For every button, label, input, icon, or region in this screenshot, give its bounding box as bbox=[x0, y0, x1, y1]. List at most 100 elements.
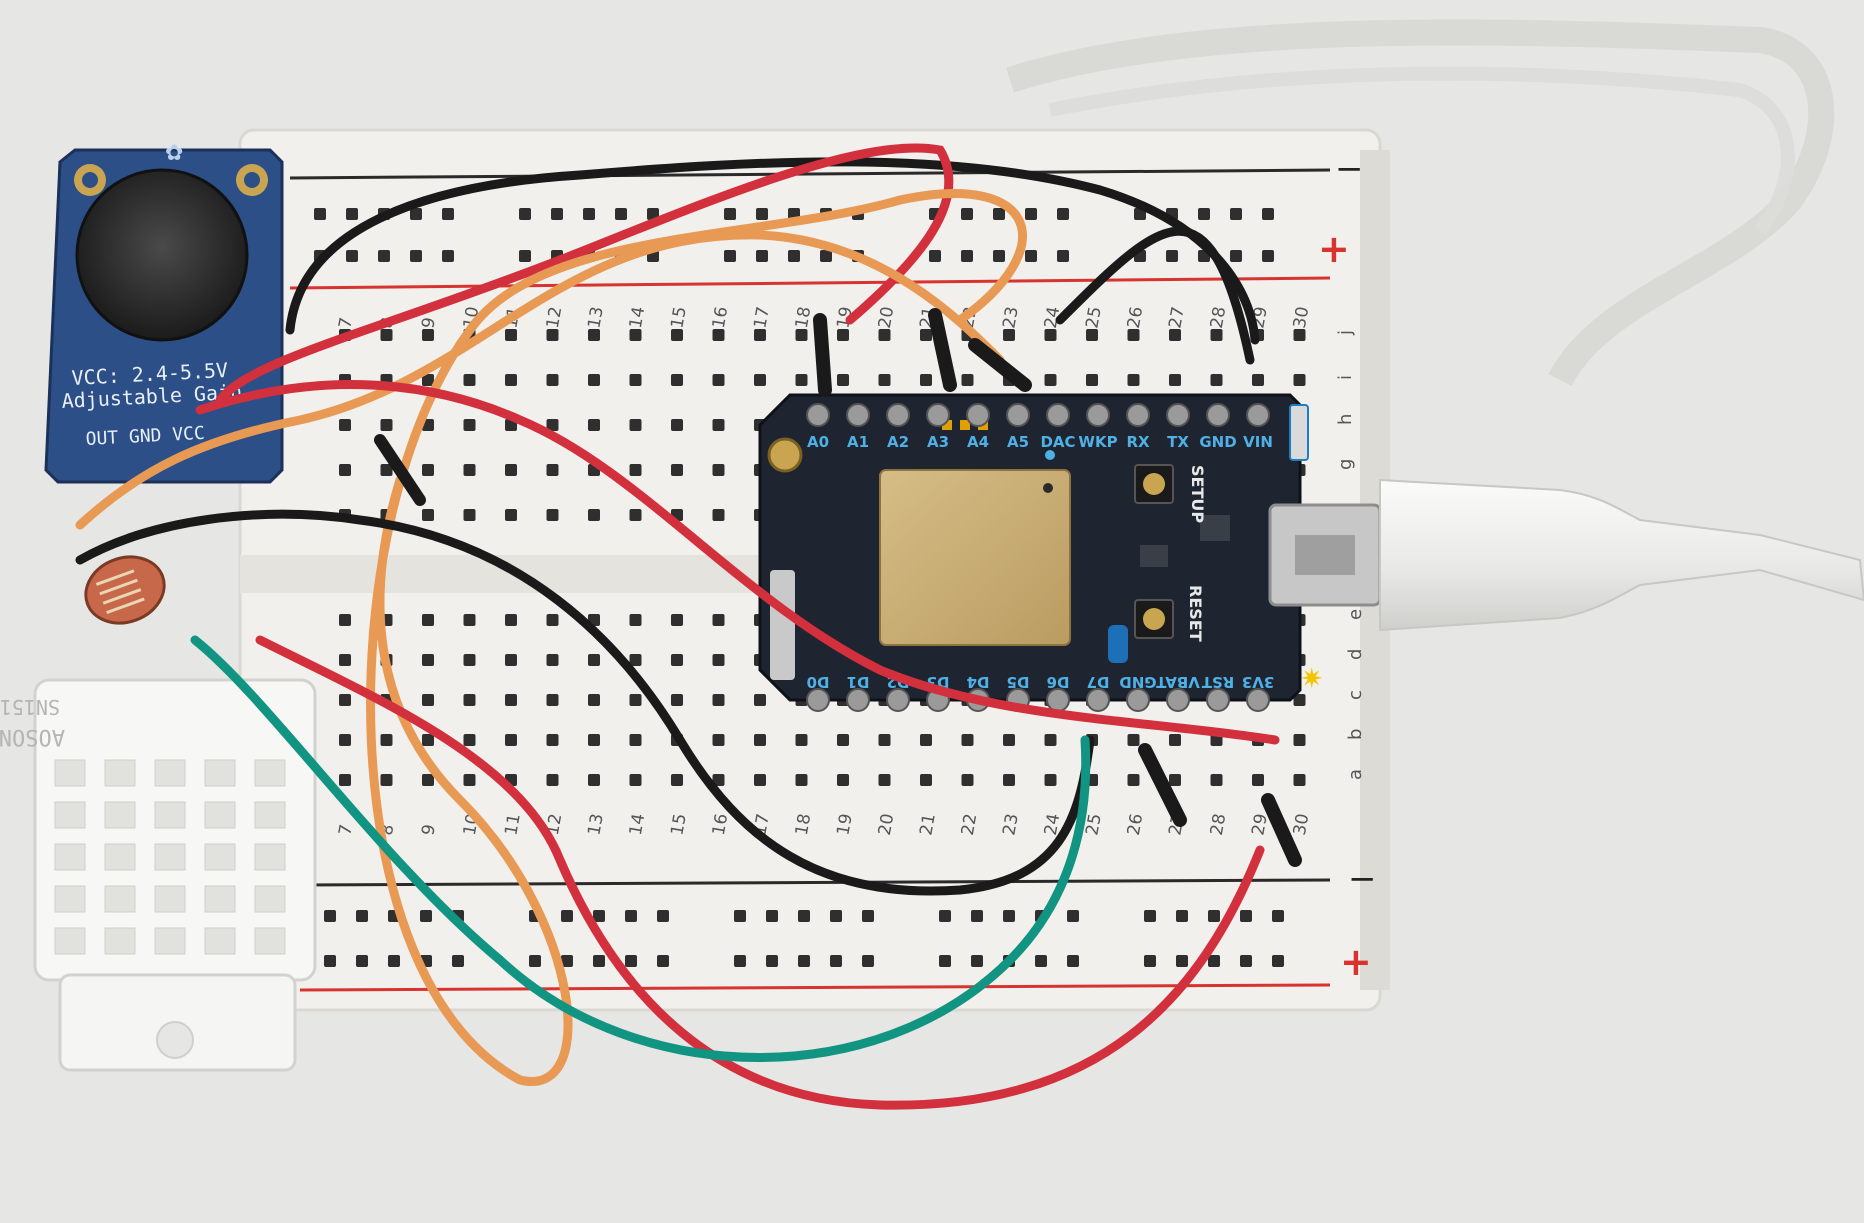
dht22-vent bbox=[154, 843, 186, 871]
dht22-vent bbox=[204, 759, 236, 787]
rail-hole bbox=[798, 955, 810, 967]
breadboard-hole bbox=[588, 509, 600, 521]
column-number: 15 bbox=[667, 305, 690, 330]
breadboard-hole bbox=[629, 464, 642, 476]
breadboard-hole bbox=[712, 464, 725, 476]
dht22-vent bbox=[254, 843, 286, 871]
breadboard-hole bbox=[671, 654, 683, 666]
breadboard-hole bbox=[712, 654, 725, 666]
breadboard-hole bbox=[546, 614, 559, 626]
rail-hole bbox=[724, 208, 736, 220]
photon-pin bbox=[1126, 403, 1150, 427]
column-number: 26 bbox=[1124, 305, 1147, 330]
breadboard-hole bbox=[588, 654, 600, 666]
breadboard-hole bbox=[837, 734, 849, 746]
photon-pin bbox=[1046, 403, 1070, 427]
column-number: 25 bbox=[1082, 305, 1105, 330]
column-number: 15 bbox=[667, 812, 690, 837]
rail-hole bbox=[1230, 208, 1242, 220]
photon-board: ✷ bbox=[758, 393, 1323, 702]
rail-hole bbox=[388, 955, 400, 967]
column-number: 12 bbox=[543, 305, 566, 330]
bottom-power-rail bbox=[299, 878, 1331, 992]
dht22-vent bbox=[54, 885, 86, 913]
breadboard-hole bbox=[1293, 694, 1306, 706]
rail-hole bbox=[346, 208, 358, 220]
breadboard-hole bbox=[422, 509, 434, 521]
photon-pin-label: D6 bbox=[1047, 673, 1070, 691]
breadboard-hole bbox=[546, 509, 559, 521]
jumper-6 bbox=[374, 434, 426, 506]
row-letter: b bbox=[1345, 729, 1366, 740]
photon-pin bbox=[886, 688, 910, 712]
breadboard-hole bbox=[878, 329, 891, 341]
breadboard-hole bbox=[712, 614, 725, 626]
breadboard-hole bbox=[588, 694, 600, 706]
breadboard-hole bbox=[505, 374, 517, 386]
breadboard-hole bbox=[671, 419, 683, 431]
column-number: 20 bbox=[875, 305, 898, 330]
rail-hole bbox=[410, 250, 422, 262]
photon-pin bbox=[846, 688, 870, 712]
breadboard-hole bbox=[1169, 734, 1181, 746]
breadboard-hole bbox=[422, 774, 434, 786]
rail-hole bbox=[1262, 208, 1274, 220]
column-number: 13 bbox=[584, 305, 607, 330]
rail-hole bbox=[551, 208, 563, 220]
dht22-vent bbox=[154, 927, 186, 955]
breadboard-hole bbox=[629, 419, 642, 431]
rail-hole bbox=[1208, 955, 1220, 967]
rail-hole bbox=[519, 208, 531, 220]
dht22-vent bbox=[104, 927, 136, 955]
breadboard-hole bbox=[795, 774, 808, 786]
rail-hole bbox=[862, 910, 874, 922]
column-number: 28 bbox=[1207, 812, 1230, 837]
rail-hole bbox=[442, 208, 454, 220]
breadboard-hole bbox=[837, 329, 849, 341]
rail-hole bbox=[1198, 208, 1210, 220]
photon-pin bbox=[1166, 403, 1190, 427]
wire-black-mid bbox=[75, 509, 1095, 896]
breadboard-hole bbox=[463, 419, 476, 431]
breadboard-hole bbox=[463, 694, 476, 706]
rail-hole bbox=[1240, 955, 1252, 967]
breadboard-hole bbox=[629, 374, 642, 386]
rail-hole bbox=[324, 955, 336, 967]
breadboard-hole bbox=[1127, 734, 1140, 746]
breadboard-hole bbox=[463, 654, 476, 666]
dht22-vent bbox=[154, 759, 186, 787]
dht22-vent bbox=[54, 927, 86, 955]
dht22-vent bbox=[254, 801, 286, 829]
photon-pin-label: A1 bbox=[847, 433, 869, 451]
breadboard-hole bbox=[878, 374, 891, 386]
rail-hole bbox=[561, 955, 573, 967]
rail-hole bbox=[314, 208, 326, 220]
rail-hole bbox=[529, 955, 541, 967]
breadboard-hole bbox=[754, 374, 766, 386]
rail-hole bbox=[862, 955, 874, 967]
row-letter: h bbox=[1335, 414, 1356, 425]
breadboard-hole bbox=[629, 734, 642, 746]
photon-pin-label: RST bbox=[1201, 673, 1234, 691]
breadboard-hole bbox=[671, 329, 683, 341]
wires bbox=[75, 143, 1302, 1110]
rail-hole bbox=[1025, 208, 1037, 220]
breadboard-hole bbox=[712, 774, 725, 786]
breadboard-hole bbox=[671, 464, 683, 476]
jumper-2 bbox=[928, 308, 957, 392]
rail-hole bbox=[1272, 910, 1284, 922]
rail-hole bbox=[820, 250, 832, 262]
breadboard-hole bbox=[920, 329, 932, 341]
photon-pin-label: A2 bbox=[887, 433, 909, 451]
breadboard-hole bbox=[463, 374, 476, 386]
rail-hole bbox=[939, 910, 951, 922]
breadboard-hole bbox=[588, 329, 600, 341]
rail-hole bbox=[346, 250, 358, 262]
rail-hole bbox=[1272, 955, 1284, 967]
breadboard-hole bbox=[1003, 774, 1015, 786]
rail-hole bbox=[593, 910, 605, 922]
breadboard-hole bbox=[380, 419, 393, 431]
jumper-4 bbox=[1138, 743, 1187, 827]
